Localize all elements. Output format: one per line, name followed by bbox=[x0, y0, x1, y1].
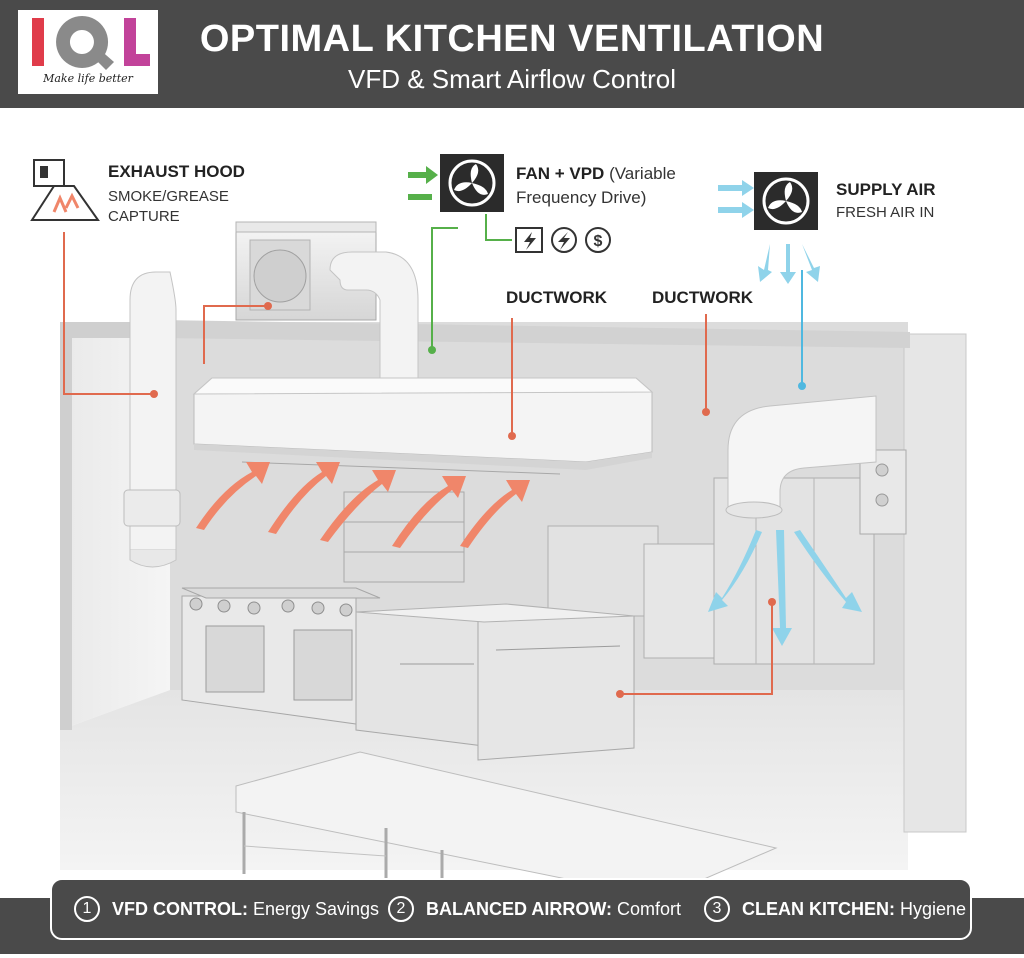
label-ductwork-right: DUCTWORK bbox=[652, 288, 754, 307]
benefit-item-1: 1 VFD CONTROL: Energy Savings bbox=[74, 896, 379, 922]
page-subtitle: VFD & Smart Airflow Control bbox=[348, 64, 676, 94]
label-supply-air-line1: FRESH AIR IN bbox=[836, 204, 935, 221]
header-bar: Make life better OPTIMAL KITCHEN VENTILA… bbox=[0, 0, 1024, 108]
benefit-value: Hygiene bbox=[900, 898, 967, 919]
benefit-key: BALANCED AIRROW: bbox=[426, 898, 612, 919]
foreground-table bbox=[235, 751, 778, 899]
label-fan-vpd: FAN + VPD (Variable bbox=[516, 164, 676, 184]
exhaust-airflow-arrows bbox=[196, 462, 530, 548]
fan-icon bbox=[440, 154, 504, 212]
wire-shelving bbox=[241, 461, 561, 583]
kitchen-scene: $ EXHAUST HOOD SMOKE/GREASE CAPTURE FAN … bbox=[0, 108, 1024, 954]
dollar-icon: $ bbox=[585, 227, 611, 253]
supply-fan-icon bbox=[754, 172, 818, 230]
bolt-icon bbox=[515, 227, 543, 253]
label-exhaust-hood: EXHAUST HOOD bbox=[108, 162, 245, 181]
benefit-number: 2 bbox=[388, 896, 414, 922]
benefit-key: VFD CONTROL: bbox=[112, 898, 248, 919]
flash-icon bbox=[551, 227, 577, 253]
benefit-number: 1 bbox=[74, 896, 100, 922]
cooking-range bbox=[181, 587, 381, 725]
logo-tagline: Make life better bbox=[43, 72, 133, 85]
supply-duct bbox=[727, 395, 877, 511]
leader-lines bbox=[63, 214, 806, 698]
kitchen-illustration: $ bbox=[0, 108, 1024, 899]
benefit-key: CLEAN KITCHEN: bbox=[742, 898, 895, 919]
label-exhaust-hood-line2: CAPTURE bbox=[108, 208, 180, 225]
exhaust-hood-canopy bbox=[192, 377, 654, 470]
exhaust-duct-pipe bbox=[123, 271, 181, 568]
prep-counter bbox=[355, 603, 635, 761]
label-fan-vpd-line2: Frequency Drive) bbox=[516, 188, 647, 207]
benefit-value: Comfort bbox=[617, 898, 682, 919]
logo-letters-graphic bbox=[32, 16, 150, 70]
brand-logo: Make life better bbox=[18, 10, 158, 94]
supply-airflow-arrows bbox=[708, 180, 862, 646]
label-ductwork-left: DUCTWORK bbox=[506, 288, 608, 307]
benefit-item-2: 2 BALANCED AIRROW: Comfort bbox=[388, 896, 681, 922]
benefit-item-3: 3 CLEAN KITCHEN: Hygiene bbox=[704, 896, 966, 922]
page-title: OPTIMAL KITCHEN VENTILATION bbox=[199, 18, 825, 60]
benefit-number: 3 bbox=[704, 896, 730, 922]
benefit-value: Energy Savings bbox=[252, 898, 380, 919]
benefits-bar: 1 VFD CONTROL: Energy Savings 2 BALANCED… bbox=[50, 878, 972, 940]
roof-blower bbox=[235, 221, 377, 321]
fan-intake-arrows bbox=[408, 166, 438, 200]
label-exhaust-hood-line1: SMOKE/GREASE bbox=[108, 188, 229, 205]
svg-text:$: $ bbox=[594, 233, 603, 250]
label-fan-vpd-rest: (Variable bbox=[604, 164, 676, 183]
label-supply-air: SUPPLY AIR bbox=[836, 180, 936, 199]
exhaust-hood-icon bbox=[30, 159, 100, 221]
label-fan-vpd-title: FAN + VPD bbox=[516, 164, 605, 183]
